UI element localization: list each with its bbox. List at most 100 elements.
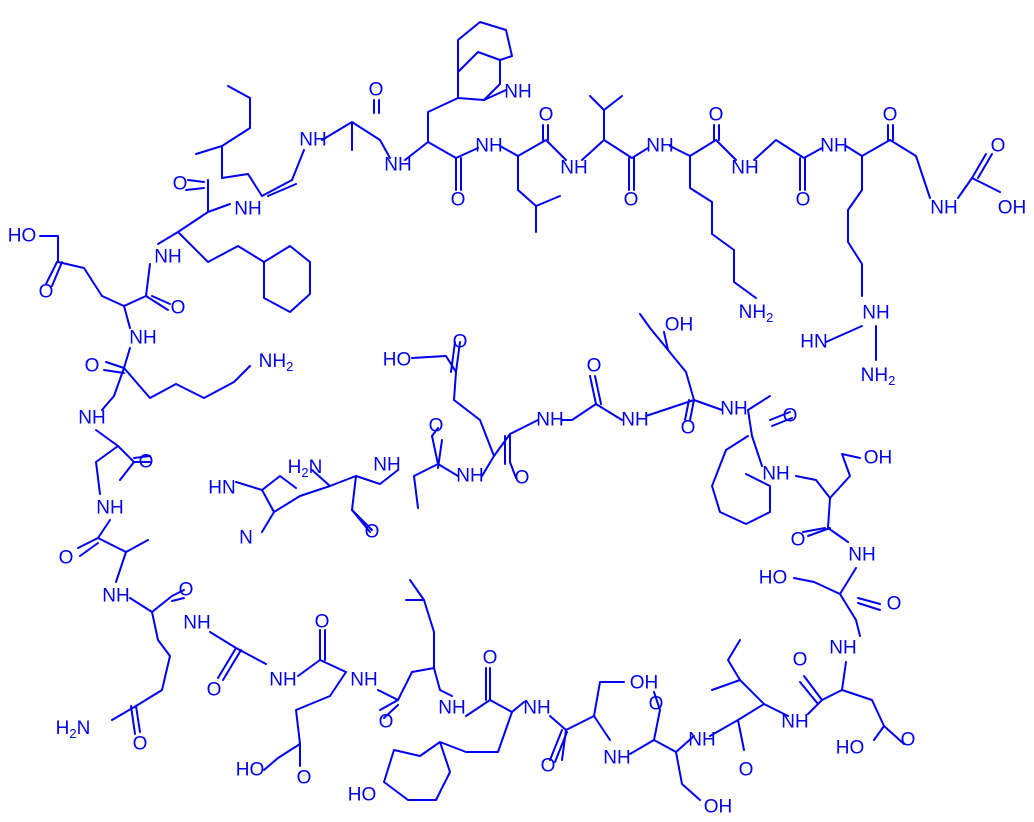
oxygen-atom: O	[173, 174, 188, 195]
gly1-bond	[209, 631, 267, 665]
his-backbone	[311, 469, 399, 533]
oxygen-atom: O	[739, 760, 754, 781]
leu1-sidechain	[517, 155, 561, 233]
glu3-chain	[263, 671, 347, 771]
indole-nh-label: NH	[504, 82, 531, 103]
phe2-bond	[747, 395, 771, 467]
glu1-nh-label: NH	[129, 328, 156, 349]
thr2-oh-label: OH	[864, 448, 893, 469]
lys1-nh	[101, 367, 125, 411]
oxygen-atom: O	[649, 694, 664, 715]
arg-nh-label: NH	[820, 136, 847, 157]
phe2-nh-label: NH	[720, 399, 747, 420]
oxygen-atom: O	[901, 730, 916, 751]
oxygen-atom: O	[515, 468, 530, 489]
indole-benzo	[457, 21, 513, 101]
phe1-nh-label: NH	[154, 247, 181, 268]
guanidine-bonds	[825, 325, 877, 361]
guanidine-hn-label: HN	[800, 332, 827, 353]
thr1-nh-label: NH	[621, 410, 648, 431]
val1-sidechain	[589, 95, 623, 141]
oxygen-atom: O	[681, 418, 696, 439]
gly3-bond	[753, 139, 823, 161]
oxygen-atom: O	[991, 136, 1006, 157]
gly1-nh-label: NH	[269, 670, 296, 691]
val1-carbonyl	[628, 157, 635, 191]
gly2-bond	[561, 375, 623, 421]
val1-bond	[581, 139, 649, 161]
gly3-carbonyl	[799, 157, 806, 191]
thr1-carbonyl	[684, 399, 695, 421]
oxygen-atom: O	[624, 190, 639, 211]
oxygen-atom: O	[791, 530, 806, 551]
oxygen-atom: O	[207, 680, 222, 701]
oxygen-atom: O	[451, 190, 466, 211]
lys2-amine-label: NH2	[739, 302, 774, 325]
oxygen-atom: O	[883, 105, 898, 126]
leu1-carbonyl	[542, 124, 549, 141]
ala2-nh-label: NH	[102, 586, 129, 607]
ile-ala-bond	[261, 121, 381, 197]
oxygen-atom: O	[171, 298, 186, 319]
lys2-carbonyl	[713, 124, 720, 141]
oxygen-atom: O	[793, 650, 808, 671]
phe1-benzyl	[177, 231, 311, 313]
gln-amide-o	[130, 705, 141, 735]
asp-sidechain	[841, 689, 905, 745]
ala2-nh	[115, 551, 127, 583]
trp-nh-label: NH	[384, 155, 411, 176]
ser2-sidechain	[675, 751, 701, 801]
ser1-carbonyl	[549, 729, 568, 763]
ser1-oh-label: OH	[630, 673, 659, 694]
glu3-nh-label: NH	[350, 670, 377, 691]
gln-amide-nh2-label: H2N	[56, 718, 91, 741]
gln-chain	[111, 595, 173, 721]
ser1-nh	[593, 715, 611, 741]
glu1-carbonyl	[145, 295, 171, 311]
oxygen-atom: O	[133, 734, 148, 755]
thr2-sidechain	[829, 453, 861, 499]
oxygen-atom: O	[315, 612, 330, 633]
ala2-bond	[77, 519, 149, 557]
oxygen-atom: O	[39, 282, 54, 303]
thr2-carbonyl	[802, 527, 831, 537]
ala3-nh-label: NH	[373, 455, 400, 476]
leu2-chain	[377, 599, 435, 701]
ser3-bond	[793, 567, 861, 637]
asp-nh-label: NH	[829, 638, 856, 659]
leu2-carbonyl	[379, 699, 399, 719]
phe1-bond	[157, 179, 231, 245]
ser1-bond	[549, 681, 625, 761]
oxygen-atom: O	[709, 105, 724, 126]
oxygen-atom: O	[139, 452, 154, 473]
phe2-benzyl	[711, 435, 771, 525]
val1-nh-label: NH	[560, 158, 587, 179]
tyr-bond	[465, 667, 525, 717]
glu1-nh	[123, 305, 131, 329]
oxygen-atom: O	[85, 356, 100, 377]
ser3-nh-label: NH	[848, 545, 875, 566]
oxygen-atom: O	[541, 756, 556, 777]
guanidine-nh-label: NH	[862, 303, 889, 324]
glu3-bond	[297, 629, 347, 677]
thr1-sidechain	[639, 313, 669, 351]
val2-bond	[709, 703, 789, 751]
lys2-nh-label: NH	[646, 136, 673, 157]
ala1-bond	[95, 429, 135, 495]
indole-five-ring	[427, 51, 501, 143]
lys2-bond	[669, 139, 737, 161]
oxygen-atom: O	[587, 356, 602, 377]
glu2-bond	[481, 419, 539, 479]
phe1-carbonyl	[185, 179, 205, 191]
oxygen-atom: O	[59, 548, 74, 569]
leu1-bond	[499, 139, 567, 161]
oxygen-atom: O	[379, 712, 394, 733]
thr1-oh-label: OH	[665, 315, 694, 336]
oxygen-atom: O	[429, 416, 444, 437]
imidazole-ring	[261, 475, 297, 491]
oxygen-atom: O	[369, 80, 384, 101]
atom-labels: NH NH HO NH NH NH2 NH NH NH HN N H2N NH …	[8, 82, 1027, 818]
glu1-chain	[39, 235, 151, 307]
